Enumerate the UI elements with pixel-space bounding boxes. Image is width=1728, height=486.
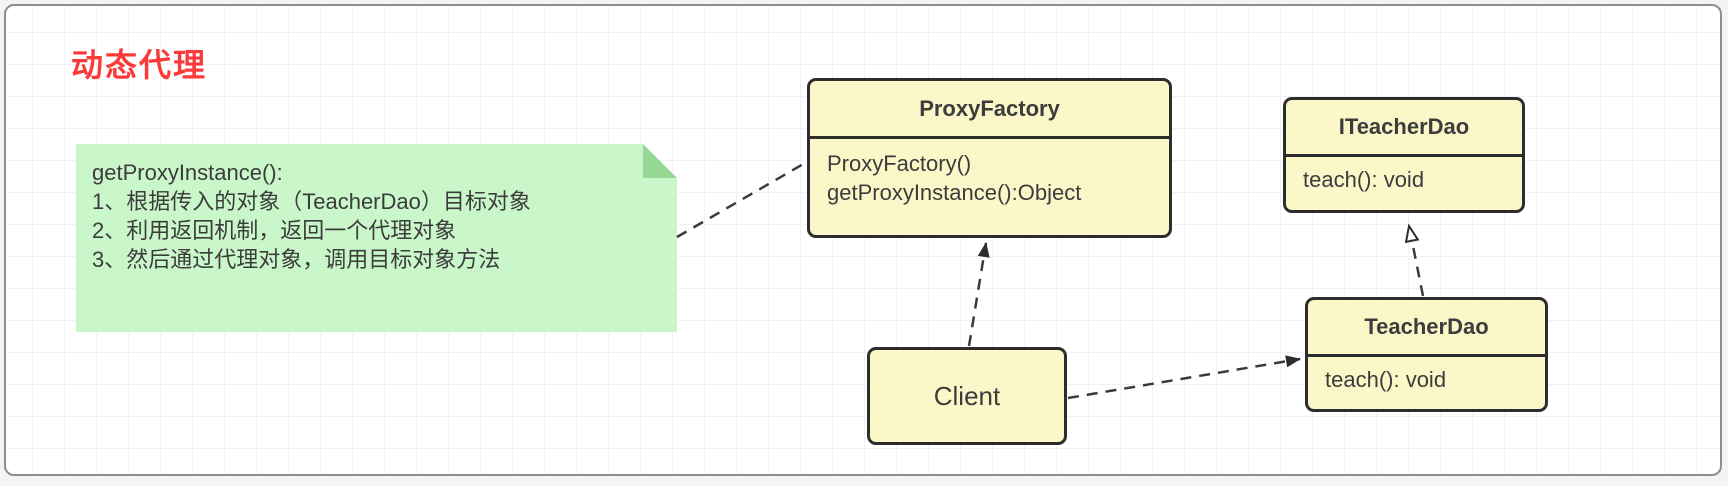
- class-proxyfactory-member: ProxyFactory(): [827, 151, 972, 176]
- note-line: 3、然后通过代理对象，调用目标对象方法: [92, 247, 501, 272]
- class-iteacherdao-member: teach(): void: [1303, 167, 1425, 192]
- class-proxyfactory-member: getProxyInstance():Object: [827, 180, 1082, 205]
- edge-client-to-proxyfactory[interactable]: [967, 242, 990, 347]
- class-teacherdao-name: TeacherDao: [1308, 300, 1545, 357]
- note-line: 2、利用返回机制，返回一个代理对象: [92, 218, 457, 243]
- edge-note-to-proxyfactory[interactable]: [676, 161, 806, 239]
- class-client-name: Client: [933, 380, 1001, 411]
- class-proxyfactory-name: ProxyFactory: [810, 81, 1169, 139]
- edge-client-to-teacherdao[interactable]: [1067, 355, 1301, 400]
- note-shape[interactable]: getProxyInstance(): 1、根据传入的对象（TeacherDao…: [76, 144, 677, 332]
- edge-teacherdao-implements-iteacherdao[interactable]: [1404, 223, 1425, 297]
- class-iteacherdao[interactable]: ITeacherDao teach(): void: [1283, 97, 1525, 213]
- class-proxyfactory[interactable]: ProxyFactory ProxyFactory() getProxyInst…: [807, 78, 1172, 238]
- page-title: 动态代理: [71, 47, 208, 83]
- note-line: getProxyInstance():: [92, 160, 283, 185]
- class-client[interactable]: Client: [867, 347, 1067, 445]
- class-iteacherdao-name: ITeacherDao: [1286, 100, 1522, 157]
- class-teacherdao-member: teach(): void: [1325, 367, 1447, 392]
- class-teacherdao[interactable]: TeacherDao teach(): void: [1305, 297, 1548, 412]
- note-line: 1、根据传入的对象（TeacherDao）目标对象: [92, 189, 531, 214]
